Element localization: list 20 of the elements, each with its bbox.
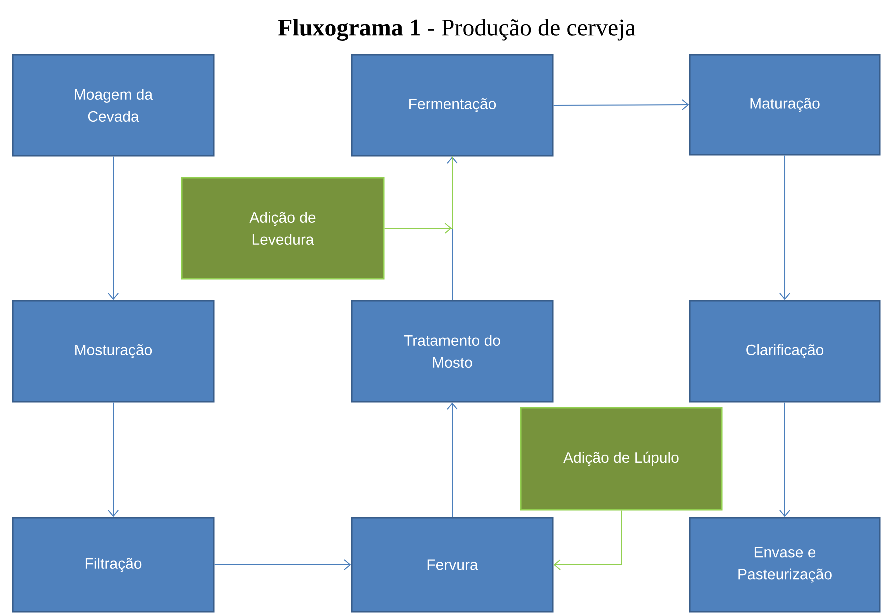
process-box: Clarificação [689,300,881,403]
arrow [108,156,119,300]
process-box: Tratamento do Mosto [351,300,554,403]
process-box: Fermentação [351,54,554,157]
arrow [554,510,622,570]
process-box: Mosturação [12,300,215,403]
process-box: Envase e Pasteurização [689,517,881,613]
arrow [553,100,690,111]
process-box: Filtração [12,517,215,613]
input-box: Adição de Levedura [181,177,385,280]
input-box: Adição de Lúpulo [520,407,723,511]
arrow [780,402,790,518]
title: Fluxograma 1 - Produção de cerveja [278,19,636,41]
arrow [780,155,790,300]
arrow [447,402,458,518]
process-box: Moagem da Cevada [12,54,215,157]
arrow [108,402,119,518]
process-box: Fervura [351,517,554,613]
process-box: Maturação [689,54,881,156]
arrow [214,560,352,570]
